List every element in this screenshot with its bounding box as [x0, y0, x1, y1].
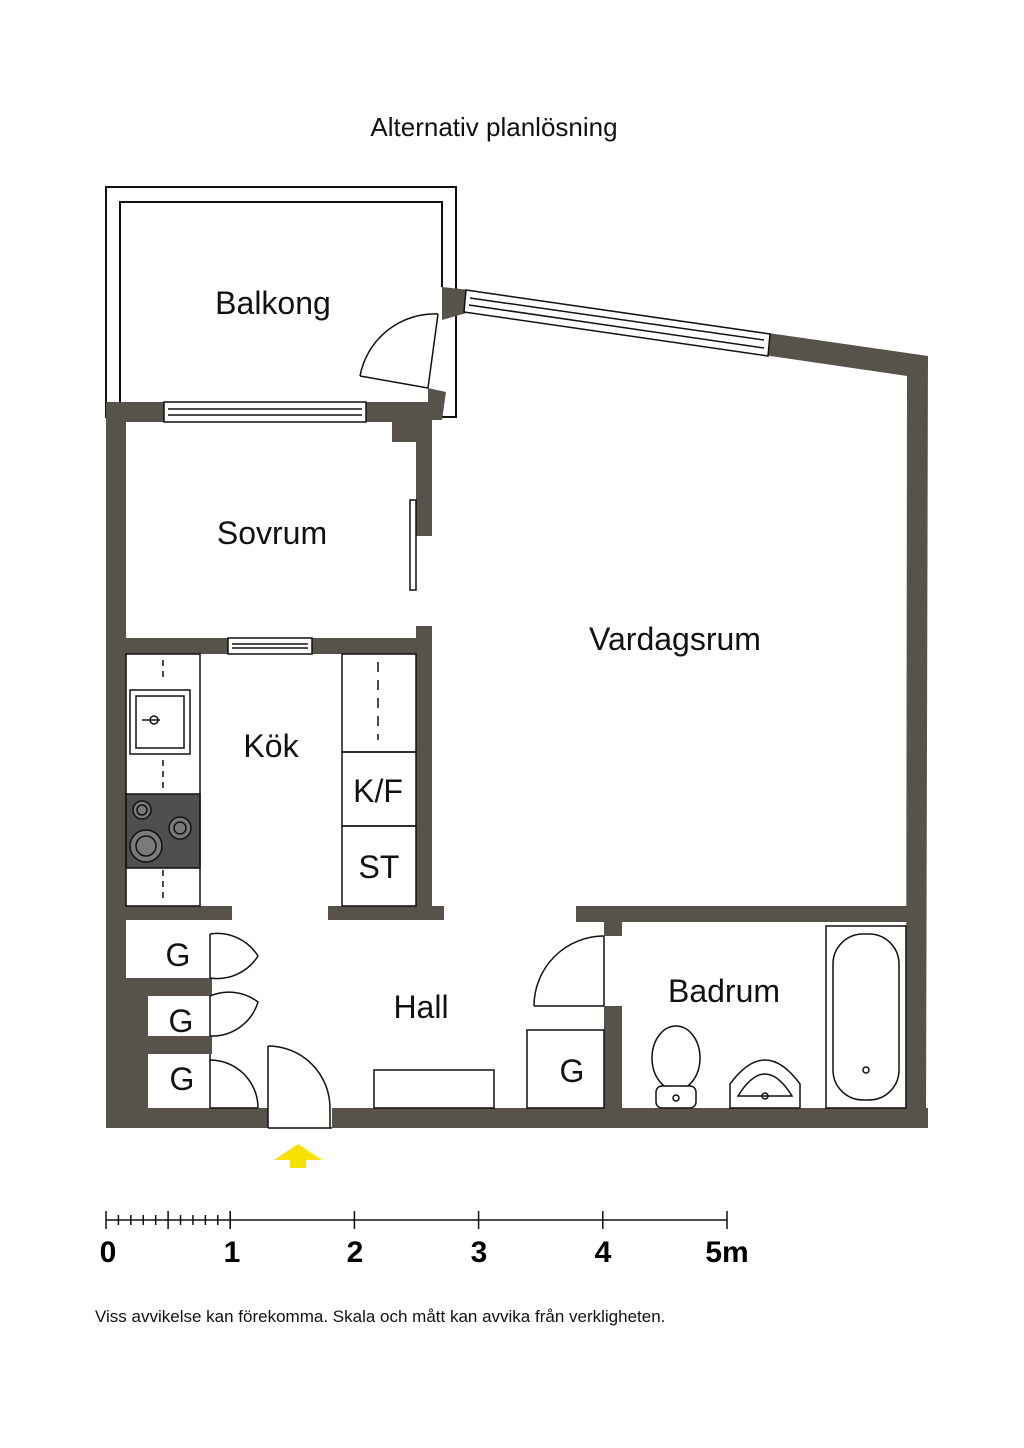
scale-bar	[105, 1211, 728, 1229]
windows	[163, 289, 771, 655]
entrance-arrow-icon	[274, 1144, 322, 1168]
washbasin-icon	[729, 1059, 801, 1109]
closet-label: G	[170, 1061, 195, 1097]
scale-label: 2	[347, 1236, 364, 1269]
hall-fixtures	[373, 1029, 605, 1109]
plan-title: Alternativ planlösning	[370, 112, 617, 142]
scale-label: 0	[100, 1236, 117, 1269]
closet-label: G	[169, 1003, 194, 1039]
closet-label: G	[166, 937, 191, 973]
sink-icon	[129, 689, 191, 755]
room-label-living-room: Vardagsrum	[589, 621, 761, 657]
scale-labels: 0 1 2 3 4 5m	[100, 1236, 749, 1269]
room-label-bedroom: Sovrum	[217, 515, 327, 551]
room-label-hall: Hall	[393, 989, 448, 1025]
room-label-balcony: Balkong	[215, 285, 331, 321]
appliance-label-cabinet: ST	[359, 849, 400, 885]
room-label-kitchen: Kök	[243, 728, 299, 764]
scale-label: 4	[595, 1236, 612, 1269]
walls	[106, 287, 928, 1128]
toilet-icon	[651, 1025, 701, 1109]
stove-icon	[125, 793, 201, 869]
doors	[209, 313, 605, 1129]
bathroom-fixtures	[651, 925, 907, 1109]
bathtub-icon	[825, 925, 907, 1109]
kitchen-fixtures	[125, 653, 417, 907]
scale-label: 3	[471, 1236, 488, 1269]
room-label-bathroom: Badrum	[668, 973, 780, 1009]
disclaimer: Viss avvikelse kan förekomma. Skala och …	[95, 1307, 665, 1326]
scale-label: 5m	[705, 1236, 748, 1269]
appliance-label-fridge-freezer: K/F	[353, 773, 403, 809]
closet-label: G	[560, 1053, 585, 1089]
scale-label: 1	[224, 1236, 241, 1269]
